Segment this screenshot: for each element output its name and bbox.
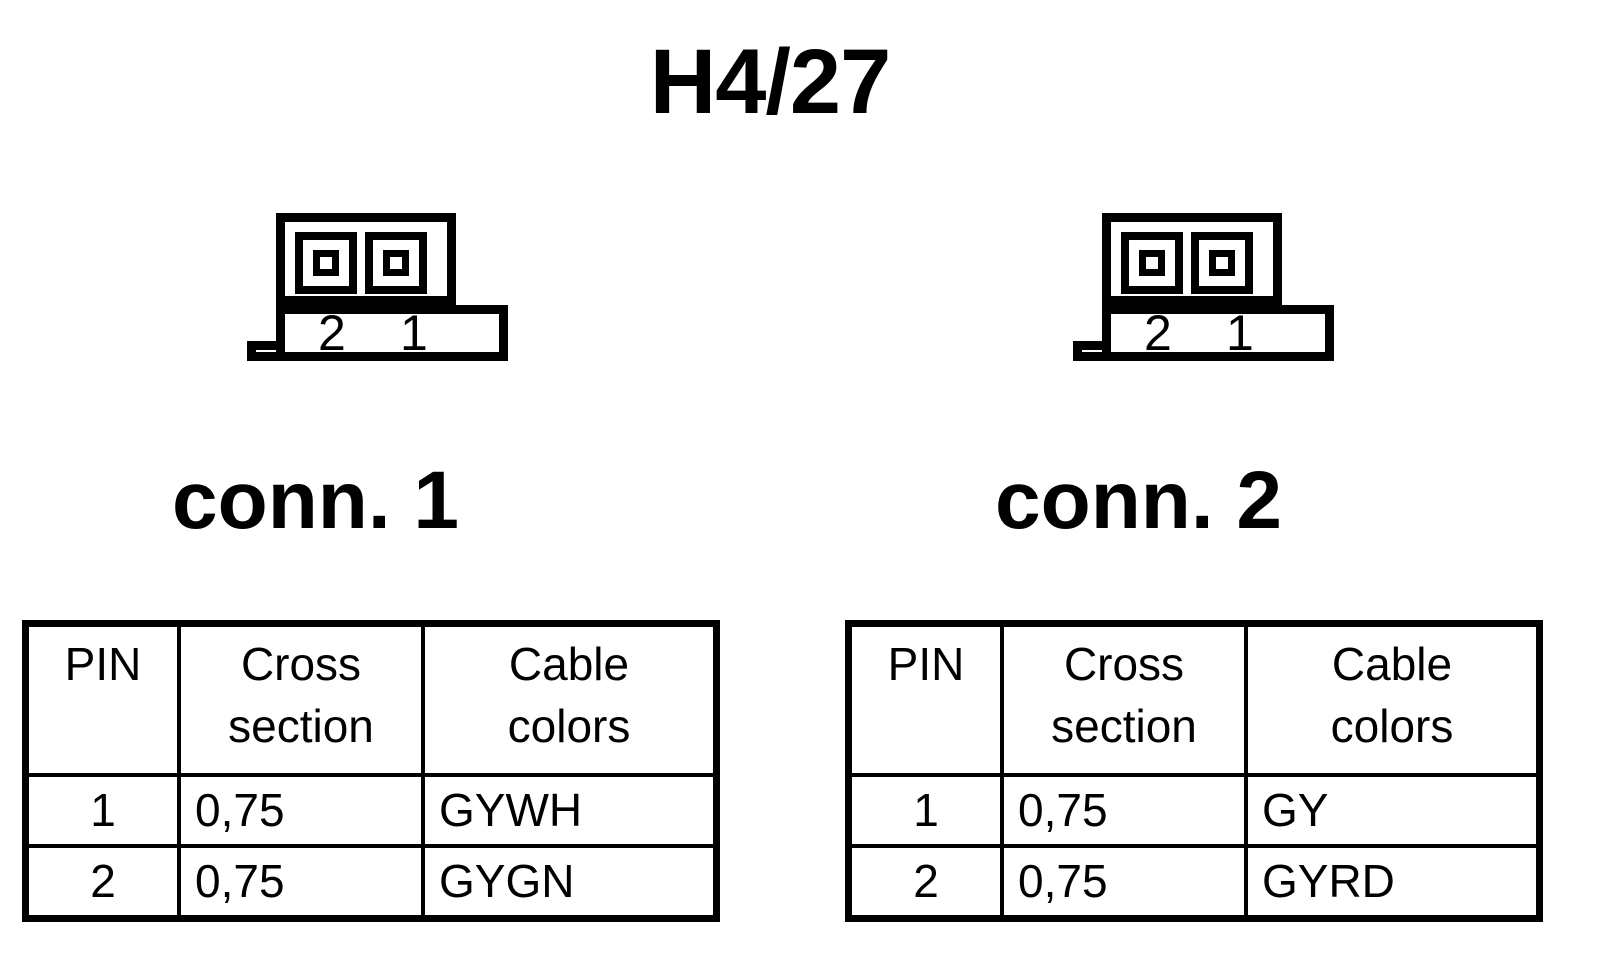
connector-2-pin-number-2: 2 <box>1144 305 1172 361</box>
header-cross-section-line1: Cross <box>240 638 362 690</box>
pin-table-connector-2: PIN Cross section Cable colors 1 0,75 GY… <box>845 620 1543 922</box>
connector-1-pin-2-contact <box>313 250 339 276</box>
connector-symbol-2: 2 1 <box>1070 213 1340 373</box>
connector-2-pin-2-socket <box>1121 232 1183 294</box>
connector-2-pin-1-socket <box>1191 232 1253 294</box>
table-row: 1 0,75 GY <box>846 773 1542 848</box>
cell-cross-section: 0,75 <box>177 773 425 848</box>
connector-2-pin-1-contact <box>1209 250 1235 276</box>
connector-1-pin-number-2: 2 <box>318 305 346 361</box>
connector-2-pin-2-contact <box>1139 250 1165 276</box>
header-pin: PIN <box>846 621 1004 777</box>
header-cable-colors-line1: Cable <box>508 638 630 690</box>
connector-2-pin-number-1: 1 <box>1226 305 1254 361</box>
cell-cable-colors: GYGN <box>421 844 719 921</box>
header-cable-colors-line1: Cable <box>1331 638 1453 690</box>
connector-1-pin-1-contact <box>383 250 409 276</box>
cell-pin: 2 <box>846 844 1004 921</box>
connector-1-housing <box>276 213 456 305</box>
cell-pin: 1 <box>23 773 181 848</box>
pin-table-connector-1: PIN Cross section Cable colors 1 0,75 GY… <box>22 620 720 922</box>
table-row: 2 0,75 GYGN <box>23 844 719 921</box>
cell-cross-section: 0,75 <box>177 844 425 921</box>
connector-2-body <box>1102 305 1334 361</box>
table-header-row: PIN Cross section Cable colors <box>23 621 719 777</box>
cell-cable-colors: GYRD <box>1244 844 1542 921</box>
header-cross-section-line2: section <box>1051 700 1197 752</box>
connector-2-latch-tab <box>1073 341 1111 361</box>
connector-1-pin-number-1: 1 <box>400 305 428 361</box>
table-header-row: PIN Cross section Cable colors <box>846 621 1542 777</box>
cell-pin: 2 <box>23 844 181 921</box>
connector-2-housing <box>1102 213 1282 305</box>
header-cross-section: Cross section <box>177 621 425 777</box>
cell-cross-section: 0,75 <box>1000 844 1248 921</box>
cell-cable-colors: GYWH <box>421 773 719 848</box>
header-cross-section-line2: section <box>228 700 374 752</box>
cell-pin: 1 <box>846 773 1004 848</box>
header-cross-section-line1: Cross <box>1063 638 1185 690</box>
connector-1-pin-1-socket <box>365 232 427 294</box>
header-cable-colors: Cable colors <box>1244 621 1542 777</box>
connector-symbol-1: 2 1 <box>244 213 514 373</box>
header-cable-colors: Cable colors <box>421 621 719 777</box>
connector-1-pin-2-socket <box>295 232 357 294</box>
header-pin: PIN <box>23 621 181 777</box>
header-cable-colors-line2: colors <box>1330 700 1454 752</box>
header-cable-colors-line2: colors <box>507 700 631 752</box>
table-row: 2 0,75 GYRD <box>846 844 1542 921</box>
connector-2-caption: conn. 2 <box>995 455 1283 546</box>
cell-cable-colors: GY <box>1244 773 1542 848</box>
header-cross-section: Cross section <box>1000 621 1248 777</box>
page-title: H4/27 <box>649 31 892 133</box>
cell-cross-section: 0,75 <box>1000 773 1248 848</box>
connector-1-body <box>276 305 508 361</box>
connector-1-latch-tab <box>247 341 285 361</box>
table-row: 1 0,75 GYWH <box>23 773 719 848</box>
connector-1-caption: conn. 1 <box>172 455 460 546</box>
